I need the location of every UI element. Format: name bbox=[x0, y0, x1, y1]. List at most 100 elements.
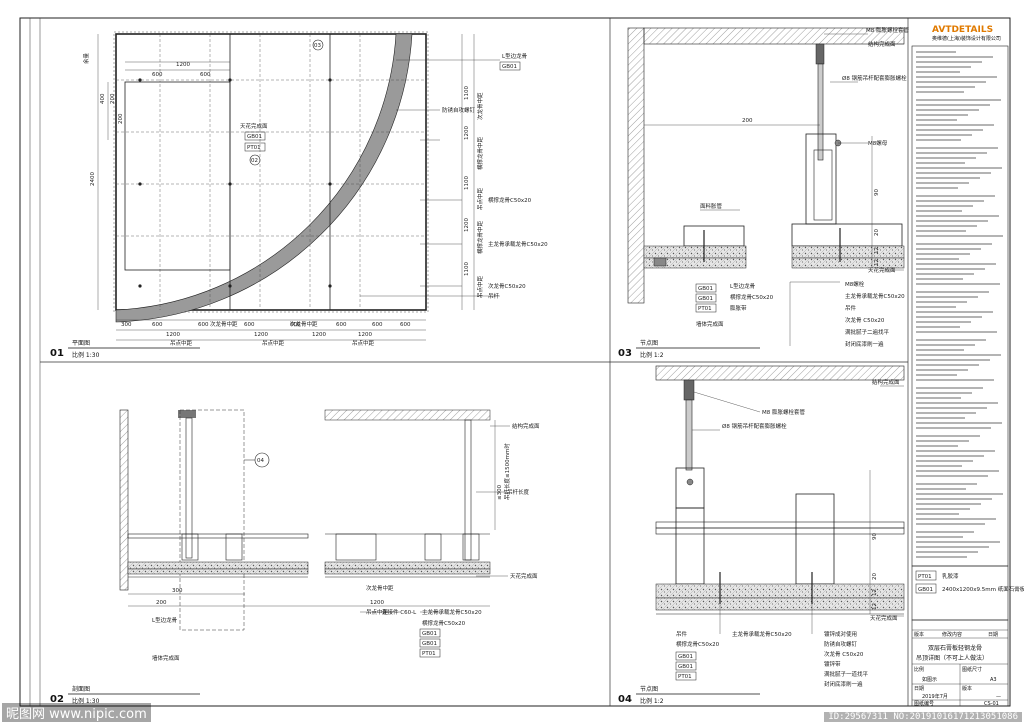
sec-dim-200: 200 bbox=[156, 600, 167, 606]
field-date-key: 日期 bbox=[914, 686, 924, 692]
node04-clip bbox=[675, 467, 705, 509]
panel-03-title: 节点图 bbox=[640, 339, 658, 347]
node03-label-cross-keel: 横撑龙骨C50x20 bbox=[730, 293, 774, 301]
node03-tag-gb01-b: GB01 bbox=[698, 296, 713, 302]
node03-vdim-20: 20 bbox=[874, 229, 880, 236]
panel-01-plan: 600 1200 600 余量 200 200 2400 400 1100 12… bbox=[50, 31, 548, 359]
vlabel-right-1: 次龙骨中距 bbox=[476, 92, 484, 120]
dim-right-3: 1100 bbox=[464, 176, 470, 190]
label-screws: 防锈自攻螺钉 bbox=[442, 106, 476, 114]
node04-vdim-12a: 12 bbox=[872, 589, 878, 596]
legend-desc-gb01: 2400x1200x9.5mm 纸面石膏板 bbox=[942, 585, 1024, 593]
section-marker-b-text: 02 bbox=[251, 158, 258, 164]
detail-marker-text: 04 bbox=[257, 458, 264, 464]
sec-label-ceiling: 天花完成面 bbox=[510, 572, 538, 580]
node03-wall bbox=[627, 27, 645, 304]
legend-code-gb01: GB01 bbox=[918, 587, 933, 593]
node04-tag-gb01-b: GB01 bbox=[678, 664, 693, 670]
section-marker-a-text: 03 bbox=[314, 43, 321, 49]
node03-slab bbox=[643, 27, 905, 45]
panel-02-number: 02 bbox=[50, 694, 64, 705]
panel-04-scale: 比例 1:2 bbox=[640, 697, 664, 705]
legend-desc-pt01: 乳胶漆 bbox=[942, 572, 959, 580]
dim-top-600b: 600 bbox=[200, 72, 211, 78]
panel-01-scale: 比例 1:30 bbox=[72, 351, 100, 359]
dim-top-600a: 600 bbox=[152, 72, 163, 78]
dim-bottom2-3: 1200 bbox=[312, 332, 326, 338]
panel-01-title: 平面图 bbox=[72, 340, 90, 347]
node03-vdim-12b: 12 bbox=[874, 259, 880, 266]
hanger-points bbox=[138, 78, 332, 288]
dim-bottom2-2: 1200 bbox=[254, 332, 268, 338]
node03-label-nut: M8螺母 bbox=[868, 139, 888, 147]
tag-plan-gb01-top bbox=[499, 61, 521, 71]
label-hanger: 吊杆 bbox=[488, 292, 500, 300]
sec-label-l-keel: L型边龙骨 bbox=[152, 616, 178, 624]
notes-text-lines bbox=[916, 51, 1003, 558]
sec-label-structure: 结构完成面 bbox=[512, 422, 540, 430]
node04-label-putty: 满批腻子一道找平 bbox=[824, 670, 869, 678]
dim-bottom-6: 600 bbox=[336, 322, 347, 328]
node04-label-clip: 吊件 bbox=[676, 630, 688, 638]
rev-col-date: 日期 bbox=[988, 632, 998, 638]
section-marker-a bbox=[312, 39, 324, 51]
panel-01-number: 01 bbox=[50, 348, 64, 359]
field-version-key: 版本 bbox=[962, 685, 972, 692]
node03-label-bolt: M8螺栓 bbox=[845, 280, 865, 288]
sec-tag-gb01-a: GB01 bbox=[422, 631, 437, 637]
dim-left-200b: 200 bbox=[118, 113, 124, 124]
node04-label-sub-keel: 次龙骨 C50x20 bbox=[824, 650, 864, 658]
vlabel-right-2: 横撑龙骨中距 bbox=[476, 136, 484, 170]
drawing-title-2: 吊顶详图（不可上人做法） bbox=[916, 654, 988, 662]
node04-tag-gb01-a: GB01 bbox=[678, 654, 693, 660]
node04-label-ceiling: 天花完成面 bbox=[870, 614, 898, 622]
panel-03-node: 200 90 20 12 12 M8 膨胀螺栓套管 结构完成面 Ø8 钢筋吊杆配… bbox=[618, 26, 909, 359]
logo-brand: AVTDETAILS bbox=[932, 25, 993, 35]
sec-dim-label-sub: 次龙骨中距 bbox=[366, 584, 394, 592]
panel-03-scale: 比例 1:2 bbox=[640, 351, 664, 359]
field-scale-key: 比例 bbox=[914, 666, 924, 673]
section-marker-b bbox=[249, 154, 261, 166]
sec-dim-300: 300 bbox=[172, 588, 183, 594]
node04-label-pair: 镀锌成对使用 bbox=[824, 630, 857, 638]
dim-bottom-7: 600 bbox=[372, 322, 383, 328]
panel-04-title: 节点图 bbox=[640, 685, 658, 693]
node03-label-structure: 结构完成面 bbox=[868, 40, 896, 48]
dim-bottom-5: 600 bbox=[290, 322, 301, 328]
node04-label-cross-keel: 横撑龙骨C50x20 bbox=[676, 640, 720, 648]
node04-board-b bbox=[655, 597, 905, 611]
dim-bottom-2: 600 bbox=[152, 322, 163, 328]
sec-label-hanger-length: 吊杆长度 bbox=[507, 488, 530, 496]
section-board-left bbox=[127, 561, 309, 570]
vlabel-right-5: 吊点中距 bbox=[476, 275, 484, 298]
dim-bottom-8: 600 bbox=[400, 322, 411, 328]
node03-label-l-keel: L型边龙骨 bbox=[730, 282, 756, 290]
node03-label-main-keel: 主龙骨承载龙骨C50x20 bbox=[845, 292, 905, 300]
rev-col-content: 修改内容 bbox=[942, 631, 962, 638]
sec-dim-1200: 1200 bbox=[370, 600, 384, 606]
dim-top-1200: 1200 bbox=[176, 62, 190, 68]
label-cross-keel: 横撑龙骨C50x20 bbox=[488, 196, 532, 204]
node03-label-ceiling: 天花完成面 bbox=[868, 266, 896, 274]
rev-col-version: 版本 bbox=[914, 631, 924, 638]
node04-label-anchor: M8 膨胀螺栓套管 bbox=[762, 408, 805, 416]
node04-board-a bbox=[655, 583, 905, 599]
bottom-label-4: 次龙骨中距 bbox=[290, 320, 318, 328]
node04-label-structure: 结构完成面 bbox=[872, 378, 900, 386]
node04-tag-pt01: PT01 bbox=[678, 674, 692, 680]
field-size-value: A3 bbox=[990, 677, 997, 683]
dim-bottom-4: 600 bbox=[244, 322, 255, 328]
field-version-value: — bbox=[996, 694, 1001, 700]
watermark-text: 昵图网 www.nipic.com bbox=[2, 703, 151, 722]
field-date-value: 2019年7月 bbox=[922, 693, 948, 700]
dim-left-400: 400 bbox=[100, 93, 106, 104]
tag-plan-gb01-top-text: GB01 bbox=[502, 64, 517, 70]
curved-soffit bbox=[115, 33, 413, 323]
node03-label-wall: 墙体完成面 bbox=[696, 320, 724, 328]
dim-right-1: 1100 bbox=[464, 86, 470, 100]
sheet-border bbox=[19, 17, 1011, 707]
inner-frame bbox=[124, 81, 231, 271]
dim-left-2400: 2400 bbox=[90, 172, 96, 186]
